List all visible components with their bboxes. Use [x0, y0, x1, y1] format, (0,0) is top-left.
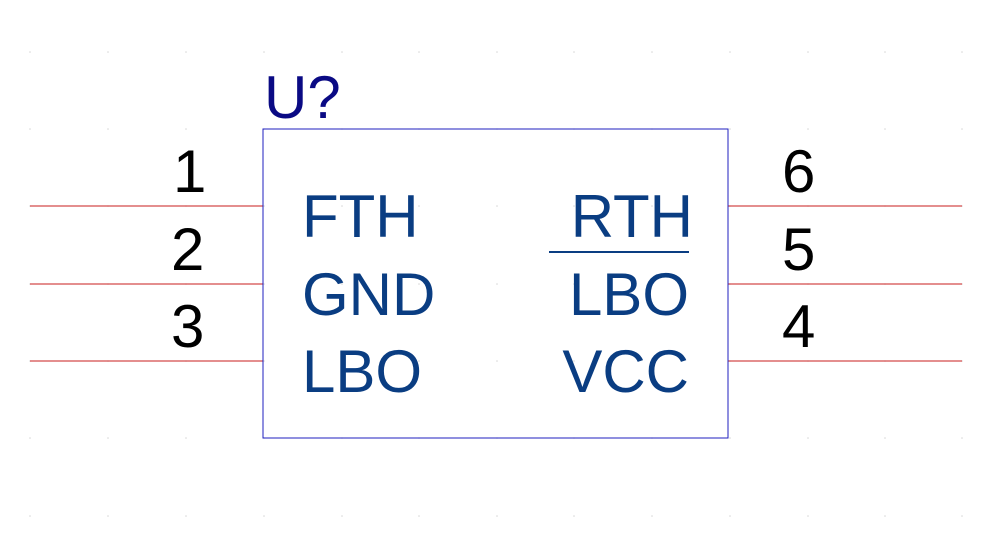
grid-dot [651, 360, 653, 362]
grid-dot [418, 360, 420, 362]
pin-name-gnd: GND [302, 261, 435, 328]
grid-dot [341, 51, 343, 53]
grid-dot [29, 515, 31, 517]
grid-dot [807, 437, 809, 439]
grid-dot [729, 128, 731, 130]
grid-dot [263, 515, 265, 517]
pin-number-3: 3 [171, 293, 204, 360]
grid-dot [107, 51, 109, 53]
grid-dot [496, 283, 498, 285]
grid-dot [729, 515, 731, 517]
grid-dot [573, 205, 575, 207]
grid-dot [418, 515, 420, 517]
pin-number-6: 6 [782, 138, 815, 205]
grid-dot [884, 515, 886, 517]
grid-dot [496, 515, 498, 517]
grid-dot [185, 437, 187, 439]
grid-dot [418, 283, 420, 285]
grid-dot [573, 360, 575, 362]
pin-number-4: 4 [782, 293, 815, 360]
grid-dot [263, 205, 265, 207]
grid-dot [263, 360, 265, 362]
grid-dot [418, 205, 420, 207]
grid-dot [107, 437, 109, 439]
grid-dot [29, 128, 31, 130]
grid-dot [496, 360, 498, 362]
grid-dot [263, 51, 265, 53]
pin-name-fth: FTH [302, 183, 419, 250]
pin-number-2: 2 [171, 216, 204, 283]
grid-dot [807, 51, 809, 53]
grid-dot [185, 128, 187, 130]
grid-dot [29, 51, 31, 53]
grid-dot [884, 437, 886, 439]
grid-dot [651, 515, 653, 517]
grid-dot [729, 437, 731, 439]
grid-dot [651, 283, 653, 285]
reference-designator: U? [264, 64, 341, 131]
grid-dot [341, 205, 343, 207]
grid-dot [107, 515, 109, 517]
grid-dot [961, 51, 963, 53]
grid-dot [29, 437, 31, 439]
grid-dot [573, 283, 575, 285]
grid-dot [961, 128, 963, 130]
grid-dot [961, 437, 963, 439]
grid-dot [185, 51, 187, 53]
grid-dot [496, 205, 498, 207]
pin-number-5: 5 [782, 216, 815, 283]
grid-dot [496, 51, 498, 53]
pin-name-rth: RTH [571, 183, 693, 250]
grid-dot [884, 128, 886, 130]
grid-dot [729, 51, 731, 53]
grid-dot [884, 51, 886, 53]
grid-dot [651, 205, 653, 207]
pin-number-1: 1 [173, 138, 206, 205]
grid-dot [573, 515, 575, 517]
grid-dot [418, 51, 420, 53]
pin-name-lbo-left: LBO [302, 338, 422, 405]
grid-dot [185, 515, 187, 517]
grid-dot [807, 128, 809, 130]
grid-dot [651, 51, 653, 53]
grid-dot [341, 360, 343, 362]
pin-name-lbo-right: LBO [569, 261, 689, 328]
grid-dot [573, 51, 575, 53]
grid-dot [807, 515, 809, 517]
component-body[interactable] [262, 128, 729, 439]
grid-dot [961, 515, 963, 517]
grid-dot [263, 283, 265, 285]
grid-dot [341, 515, 343, 517]
grid-dot [341, 283, 343, 285]
grid-dot [107, 128, 109, 130]
pin-name-vcc: VCC [562, 338, 689, 405]
